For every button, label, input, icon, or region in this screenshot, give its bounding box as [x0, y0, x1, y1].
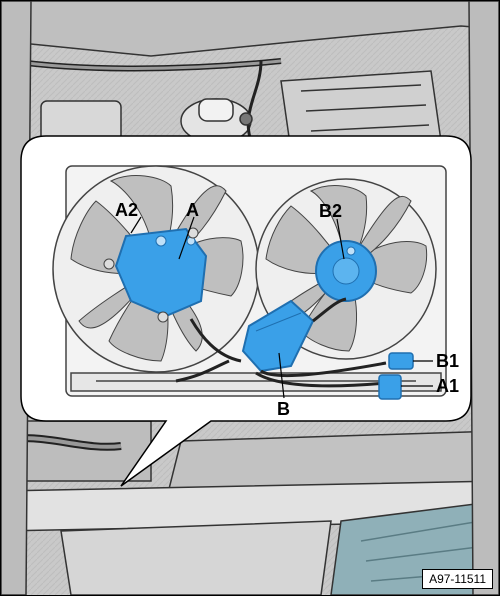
figure-id: A97-11511 — [422, 569, 493, 589]
motor-a-highlight — [103, 227, 208, 323]
engine-bay-parts — [1, 1, 499, 152]
label-a: A — [186, 200, 199, 220]
connectors — [378, 352, 414, 400]
motor-b2-highlight — [315, 240, 377, 302]
label-b: B — [277, 399, 290, 419]
wiring-harness — [175, 297, 387, 388]
label-a1: A1 — [436, 376, 459, 396]
label-b2: B2 — [319, 201, 342, 221]
control-unit-b — [241, 299, 315, 373]
leader-lines — [130, 216, 433, 399]
label-b1: B1 — [436, 351, 459, 371]
label-a2: A2 — [115, 200, 138, 220]
